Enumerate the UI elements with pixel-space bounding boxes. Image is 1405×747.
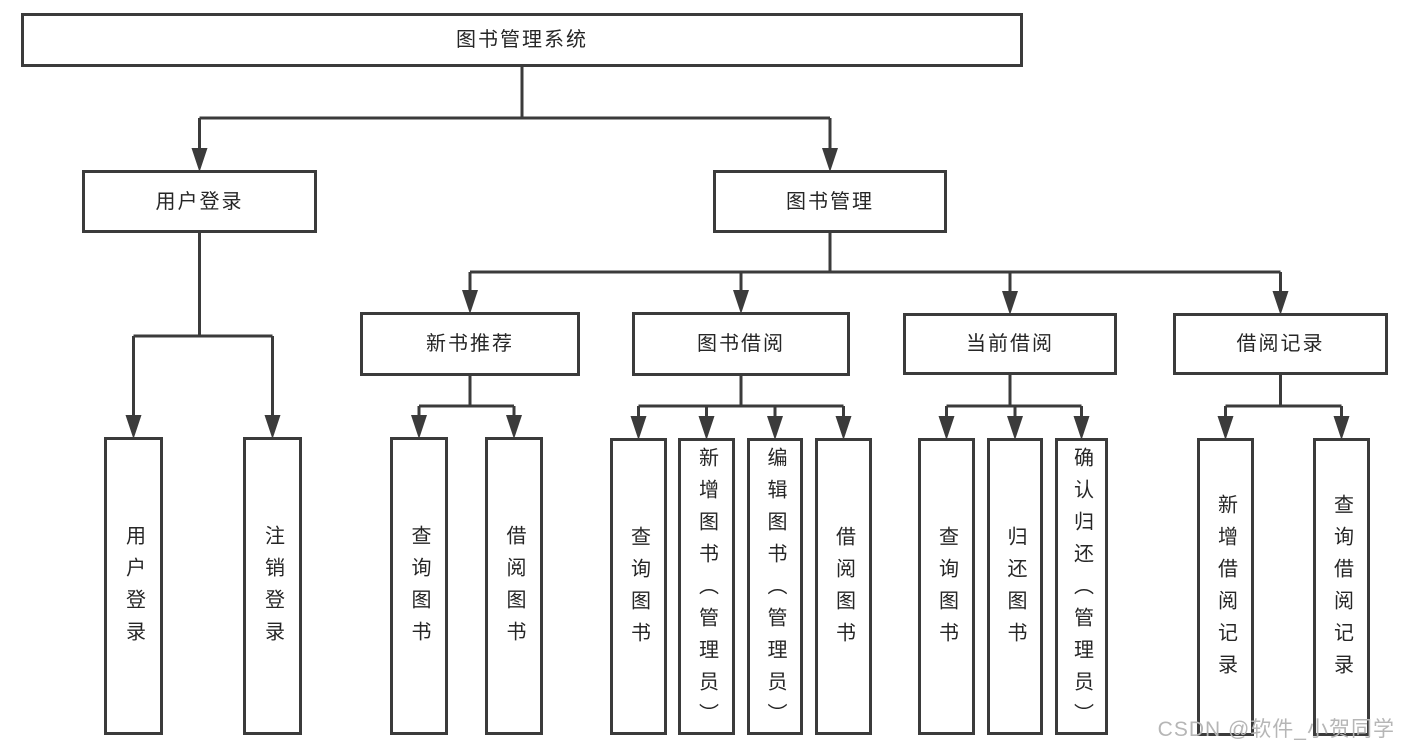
arrowhead-icon	[1073, 416, 1090, 440]
node-nbr-query-books: 查询图书	[390, 437, 448, 735]
node-cb-return-books: 归还图书	[987, 438, 1043, 735]
node-cb-query-books: 查询图书	[918, 438, 975, 735]
arrowhead-icon	[1333, 416, 1350, 440]
arrowhead-icon	[630, 416, 647, 440]
arrowhead-icon	[125, 415, 142, 439]
arrowhead-icon	[1007, 416, 1023, 440]
arrowhead-icon	[835, 416, 852, 440]
arrowhead-icon	[767, 416, 783, 440]
node-current-borrowing: 当前借阅	[903, 313, 1117, 375]
node-borrowing-records: 借阅记录	[1173, 313, 1388, 375]
node-logout-action: 注销登录	[243, 437, 302, 735]
watermark: CSDN @软件_小贺同学	[1157, 718, 1395, 741]
arrowhead-icon	[1217, 416, 1234, 440]
node-br-add-borrow-record: 新增借阅记录	[1197, 438, 1254, 736]
node-bb-query-books: 查询图书	[610, 438, 667, 735]
node-bb-borrow-books: 借阅图书	[815, 438, 872, 735]
arrowhead-icon	[698, 416, 715, 440]
node-bb-edit-books-admin: 编辑图书（管理员）	[747, 438, 803, 735]
arrowhead-icon	[191, 148, 208, 172]
node-bb-add-books-admin: 新增图书（管理员）	[678, 438, 735, 735]
node-new-book-recommend: 新书推荐	[360, 312, 580, 376]
node-cb-confirm-return-admin: 确认归还（管理员）	[1055, 438, 1108, 735]
arrowhead-icon	[264, 415, 281, 439]
arrowhead-icon	[938, 416, 955, 440]
arrowhead-icon	[1002, 291, 1018, 315]
arrowhead-icon	[411, 415, 427, 439]
node-book-management: 图书管理	[713, 170, 947, 233]
arrowhead-icon	[1272, 291, 1289, 315]
node-user-login-action: 用户登录	[104, 437, 163, 735]
arrowhead-icon	[733, 290, 749, 314]
node-book-borrowing: 图书借阅	[632, 312, 850, 376]
arrowhead-icon	[822, 148, 838, 172]
arrowhead-icon	[462, 290, 478, 314]
node-root: 图书管理系统	[21, 13, 1023, 67]
node-user-login: 用户登录	[82, 170, 317, 233]
node-nbr-borrow-books: 借阅图书	[485, 437, 543, 735]
node-br-query-borrow-record: 查询借阅记录	[1313, 438, 1370, 736]
arrowhead-icon	[506, 415, 522, 439]
